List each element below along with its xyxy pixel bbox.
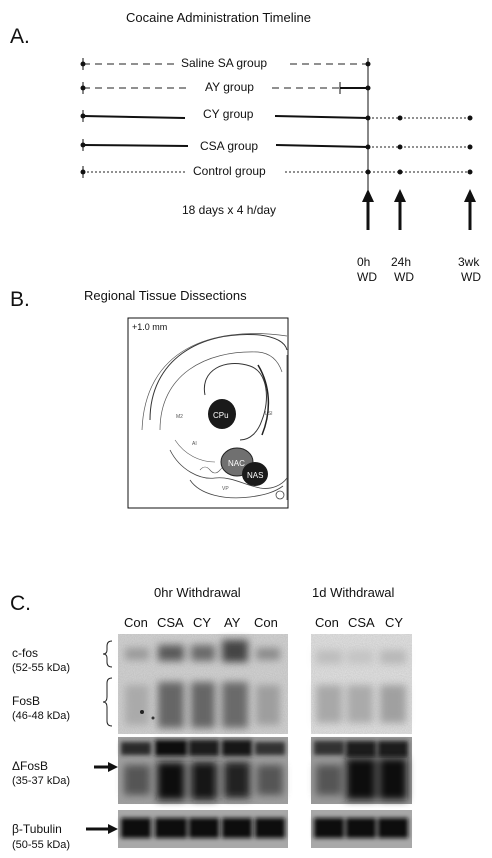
- panel-a: A. Cocaine Administration Timeline Salin…: [10, 10, 481, 284]
- blot2-title: 1d Withdrawal: [312, 585, 394, 600]
- blot1-upper: [118, 634, 288, 734]
- control-timeline: Control group: [80, 164, 473, 178]
- lane-label: Con: [254, 615, 278, 630]
- protein-tubulin: β-Tubulin: [12, 822, 62, 836]
- tubulin-arrow: [86, 824, 118, 834]
- timepoint-0h: 0h: [357, 255, 370, 269]
- lane-label: CY: [385, 615, 403, 630]
- blot1-lane-labels: Con CSA CY AY Con: [124, 615, 278, 630]
- fosb-brace: [102, 677, 113, 727]
- cfos-brace: [102, 640, 113, 668]
- deltafosb-arrow: [94, 762, 118, 772]
- group-label-csa: CSA group: [200, 139, 258, 153]
- saline-sa-timeline: Saline SA group: [80, 56, 371, 70]
- protein-fosb: FosB: [12, 694, 40, 708]
- withdrawal-arrows: [362, 189, 476, 230]
- lane-label: CSA: [157, 615, 184, 630]
- panel-a-letter: A.: [10, 25, 30, 48]
- timepoint-0h-wd: WD: [357, 270, 377, 284]
- group-label-cy: CY group: [203, 107, 254, 121]
- protein-deltafosb: ΔFosB: [12, 759, 48, 773]
- panel-b: B. Regional Tissue Dissections +1.0 mm M…: [10, 288, 289, 509]
- group-label-control: Control group: [193, 164, 266, 178]
- blot1-tubulin: [118, 810, 288, 848]
- panel-c: C. 0hr Withdrawal 1d Withdrawal Con CSA …: [10, 585, 412, 851]
- panel-c-letter: C.: [10, 592, 31, 615]
- cpu-label: CPu: [213, 411, 229, 420]
- blot2-upper: [311, 634, 412, 734]
- cpu-region: [208, 399, 236, 429]
- nac-label: NAC: [228, 459, 245, 468]
- timepoint-3wk: 3wk: [458, 255, 480, 269]
- nas-region: [242, 462, 268, 486]
- protein-tubulin-kda: (50-55 kDa): [12, 839, 70, 851]
- duration-label: 18 days x 4 h/day: [182, 203, 276, 217]
- lane-label: Con: [124, 615, 148, 630]
- blot2-deltafosb: [311, 737, 412, 804]
- lane-label: AY: [224, 615, 241, 630]
- nas-label: NAS: [247, 471, 263, 480]
- coordinate-label: +1.0 mm: [132, 322, 167, 332]
- brain-section: +1.0 mm M2 AI LSI VP CPu NAC: [127, 317, 289, 509]
- lane-label: CY: [193, 615, 211, 630]
- cy-timeline: CY group: [80, 107, 473, 122]
- lane-label: CSA: [348, 615, 375, 630]
- svg-text:AI: AI: [192, 441, 197, 447]
- panel-b-title: Regional Tissue Dissections: [84, 288, 247, 303]
- blot2-tubulin: [311, 810, 412, 848]
- protein-deltafosb-kda: (35-37 kDa): [12, 775, 70, 787]
- blot1-deltafosb: [118, 737, 288, 804]
- group-label-ay: AY group: [205, 80, 254, 94]
- svg-text:M2: M2: [176, 414, 183, 420]
- timepoint-3wk-wd: WD: [461, 270, 481, 284]
- timepoint-24h-wd: WD: [394, 270, 414, 284]
- blot1-title: 0hr Withdrawal: [154, 585, 241, 600]
- timepoint-24h: 24h: [391, 255, 411, 269]
- lane-label: Con: [315, 615, 339, 630]
- csa-timeline: CSA group: [80, 139, 473, 153]
- protein-cfos: c-fos: [12, 646, 38, 660]
- blot2-lane-labels: Con CSA CY: [315, 615, 403, 630]
- panel-a-title: Cocaine Administration Timeline: [126, 10, 311, 25]
- panel-b-letter: B.: [10, 288, 30, 311]
- svg-text:VP: VP: [222, 486, 229, 492]
- protein-cfos-kda: (52-55 kDa): [12, 662, 70, 674]
- svg-text:LSI: LSI: [265, 411, 273, 417]
- group-label-saline-sa: Saline SA group: [181, 56, 267, 70]
- protein-fosb-kda: (46-48 kDa): [12, 710, 70, 722]
- ay-timeline: AY group: [80, 80, 371, 94]
